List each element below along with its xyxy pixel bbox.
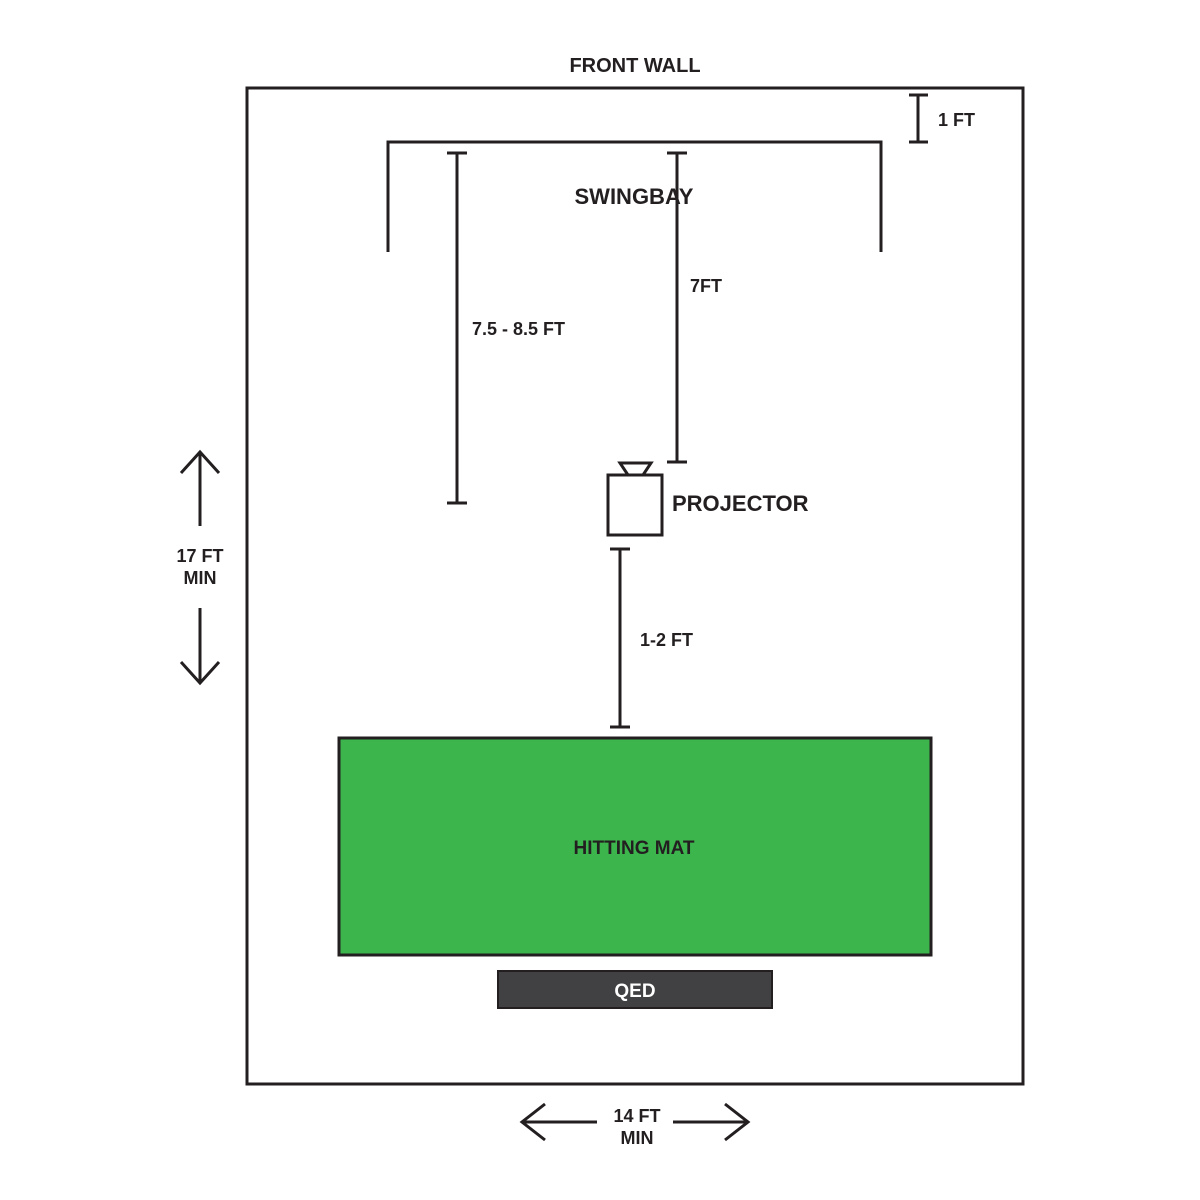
one-two-ft-dimension bbox=[610, 547, 630, 729]
one-two-ft-label: 1-2 FT bbox=[640, 630, 693, 650]
one-ft-dimension bbox=[909, 93, 928, 144]
seven-ft-dimension bbox=[667, 151, 687, 464]
depth-label-line1: 17 FT bbox=[176, 546, 223, 566]
width-left-arrow-icon bbox=[519, 1102, 597, 1142]
width-label-line1: 14 FT bbox=[613, 1106, 660, 1126]
hitting-mat-label: HITTING MAT bbox=[573, 838, 694, 859]
hitting-mat bbox=[337, 736, 933, 957]
projector-icon bbox=[606, 461, 664, 537]
qed-bar bbox=[497, 970, 773, 1009]
projector-label: PROJECTOR bbox=[672, 491, 809, 516]
front-wall-label: FRONT WALL bbox=[569, 55, 700, 77]
swingbay-label: SWINGBAY bbox=[575, 184, 694, 209]
depth-down-arrow-icon bbox=[179, 608, 221, 686]
depth-up-arrow-icon bbox=[179, 449, 221, 526]
depth-label-line2: MIN bbox=[184, 568, 217, 588]
range-ft-label: 7.5 - 8.5 FT bbox=[472, 319, 565, 339]
one-ft-label: 1 FT bbox=[938, 110, 975, 130]
qed-label: QED bbox=[614, 981, 655, 1002]
range-ft-dimension bbox=[447, 151, 467, 505]
seven-ft-label: 7FT bbox=[690, 276, 722, 296]
swingbay-frame bbox=[386, 140, 883, 252]
width-right-arrow-icon bbox=[673, 1102, 751, 1142]
width-label-line2: MIN bbox=[621, 1128, 654, 1148]
room-outline bbox=[245, 86, 1025, 1086]
